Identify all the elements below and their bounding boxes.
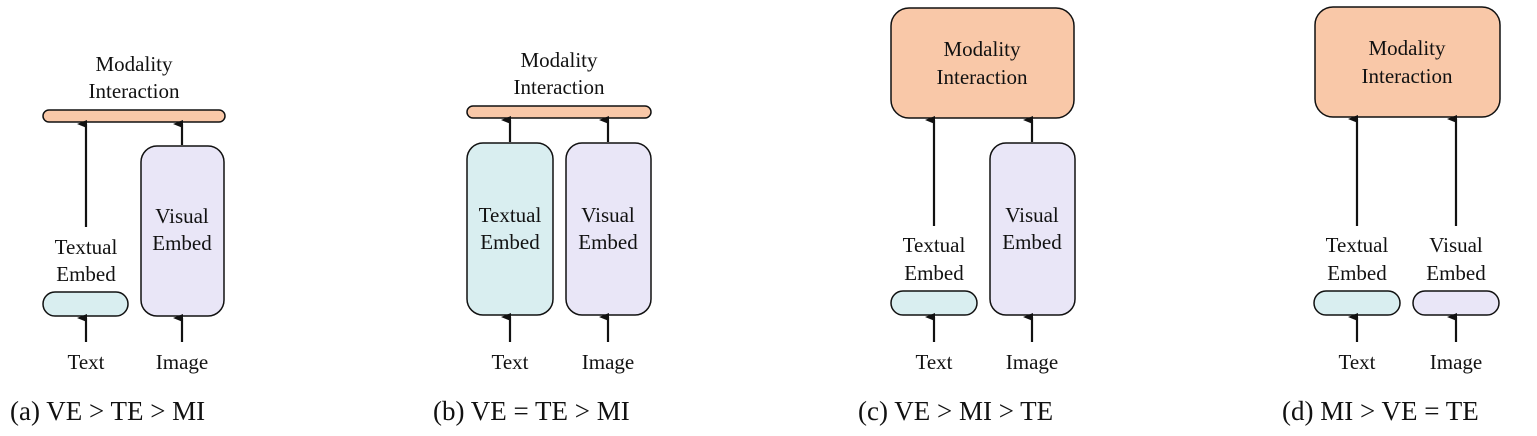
visual-embed-block	[989, 142, 1076, 316]
te-label-line2: Embed	[480, 230, 540, 254]
te-label-line1: Textual	[479, 203, 542, 227]
image-input-label: Image	[156, 350, 208, 374]
caption-d: (d) MI > VE = TE	[1282, 396, 1479, 426]
visual-embed-block	[565, 142, 652, 316]
te-label-line1: Textual	[1326, 233, 1389, 257]
te-label-line2: Embed	[56, 262, 116, 286]
mi-label-line1: Modality	[1369, 36, 1446, 60]
caption-c: (c) VE > MI > TE	[858, 396, 1053, 426]
image-input-label: Image	[582, 350, 634, 374]
mi-label-line2: Interaction	[937, 65, 1028, 89]
ve-label-line2: Embed	[1426, 261, 1486, 285]
text-input-label: Text	[1338, 350, 1375, 374]
panel-c: Modality Interaction Textual Embed Visua…	[858, 7, 1076, 426]
mi-label-line2: Interaction	[89, 79, 180, 103]
caption-b: (b) VE = TE > MI	[433, 396, 630, 426]
ve-label-line2: Embed	[152, 231, 212, 255]
text-input-label: Text	[67, 350, 104, 374]
modality-interaction-bar	[466, 105, 652, 119]
mi-label-line1: Modality	[521, 48, 598, 72]
ve-label-line1: Visual	[1429, 233, 1483, 257]
ve-label-line1: Visual	[1005, 203, 1059, 227]
panel-d: Modality Interaction Textual Embed Visua…	[1282, 6, 1501, 426]
textual-embed-block	[890, 290, 978, 316]
ve-label-line2: Embed	[1002, 230, 1062, 254]
image-input-label: Image	[1430, 350, 1482, 374]
modality-interaction-block	[890, 7, 1075, 119]
image-input-label: Image	[1006, 350, 1058, 374]
ve-label-line2: Embed	[578, 230, 638, 254]
caption-a: (a) VE > TE > MI	[10, 396, 205, 426]
te-label-line2: Embed	[904, 261, 964, 285]
panel-b: Modality Interaction Textual Embed Visua…	[433, 48, 652, 426]
textual-embed-block	[42, 291, 129, 317]
te-label-line1: Textual	[903, 233, 966, 257]
mi-label-line1: Modality	[944, 37, 1021, 61]
ve-label-line1: Visual	[155, 204, 209, 228]
te-label-line2: Embed	[1327, 261, 1387, 285]
modality-interaction-bar	[42, 109, 226, 123]
mi-label-line1: Modality	[96, 52, 173, 76]
visual-embed-block	[1412, 290, 1500, 316]
textual-embed-block	[466, 142, 554, 316]
text-input-label: Text	[915, 350, 952, 374]
textual-embed-block	[1313, 290, 1401, 316]
text-input-label: Text	[491, 350, 528, 374]
mi-label-line2: Interaction	[514, 75, 605, 99]
ve-label-line1: Visual	[581, 203, 635, 227]
panel-a: Modality Interaction Textual Embed Visua…	[10, 52, 226, 426]
mi-label-line2: Interaction	[1362, 64, 1453, 88]
modality-interaction-block	[1314, 6, 1501, 118]
te-label-line1: Textual	[55, 235, 118, 259]
